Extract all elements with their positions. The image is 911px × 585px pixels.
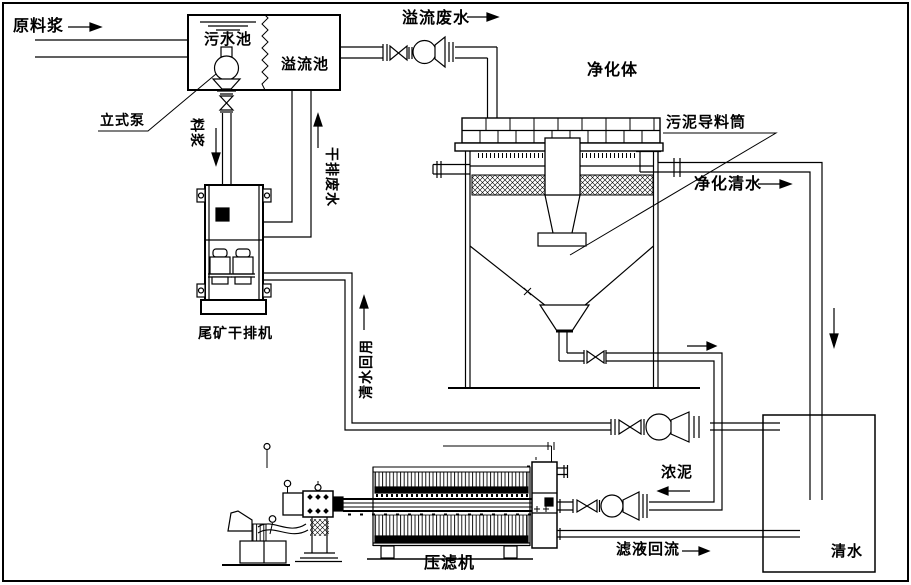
- label-clear-water: 清水: [831, 543, 864, 560]
- wastewater-return-pipe: [263, 90, 312, 238]
- concentrate-pump-and-valve: [557, 491, 648, 521]
- label-leader-lines: [569, 132, 778, 256]
- slurry-feed-pipe: [221, 113, 232, 185]
- label-filter-press: 压滤机: [424, 555, 476, 572]
- filter-press: [222, 442, 569, 566]
- raw-slurry-feed-pipe: [35, 39, 188, 58]
- flow-arrows: [68, 12, 839, 556]
- label-overflow-pool: 溢流池: [281, 56, 330, 73]
- label-tailings-dry-discharge-machine: 尾矿干排机: [198, 325, 273, 341]
- label-vertical-pump: 立式泵: [100, 112, 145, 128]
- label-clear-water-reuse: 清水回用: [358, 339, 374, 399]
- clear-water-reuse-pipe: [263, 272, 780, 431]
- label-filtrate-return: 滤液回流: [616, 541, 681, 558]
- thickener-purifier: [432, 117, 723, 511]
- clear-water-tank: [762, 414, 876, 573]
- label-dry-discharge-wastewater: 干排废水: [324, 147, 340, 207]
- label-sludge-guide-cylinder: 污泥导料筒: [666, 114, 747, 131]
- label-sewage-pool: 污水池: [204, 31, 253, 48]
- label-purified-clear-water: 净化清水: [694, 176, 763, 193]
- vertical-pump-symbol: [98, 46, 242, 132]
- purified-water-pipe: [640, 161, 823, 500]
- label-thick-mud: 浓泥: [661, 464, 694, 481]
- tailings-dry-discharge-machine: [196, 184, 272, 315]
- reuse-pump-and-valve: [610, 411, 700, 443]
- sewage-overflow-pool: [187, 14, 341, 91]
- label-overflow-wastewater: 溢流废水: [402, 10, 471, 27]
- filtrate-return-pipe: [557, 529, 800, 538]
- label-raw-slurry: 原料浆: [13, 18, 65, 35]
- label-slurry-feed: 料浆: [189, 118, 205, 148]
- label-purifier-body: 净化体: [587, 62, 639, 79]
